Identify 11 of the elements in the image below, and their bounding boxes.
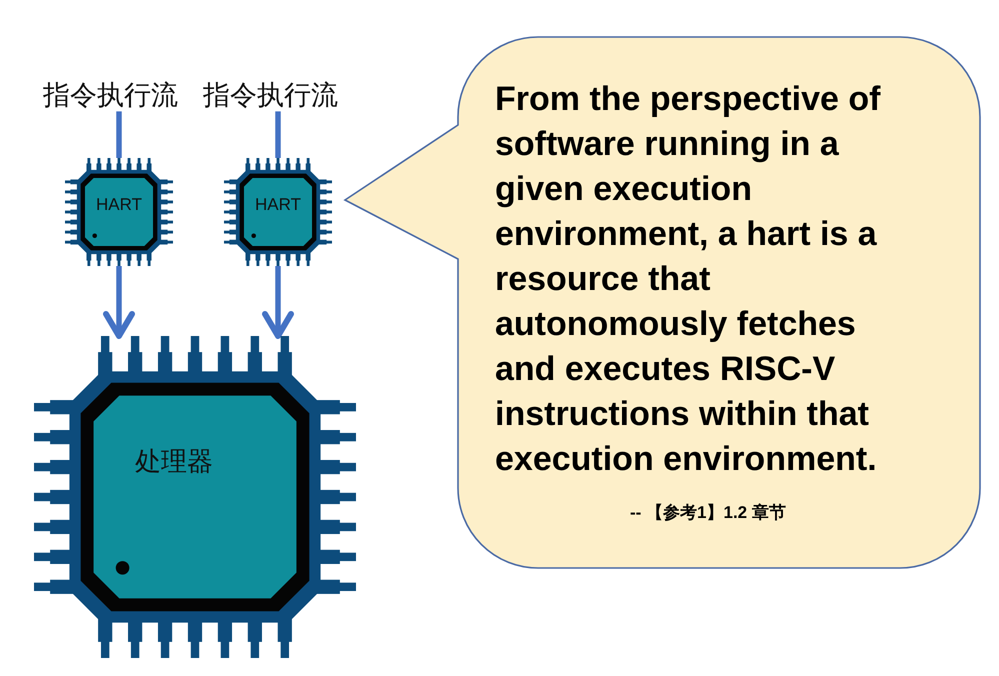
chip-label: HART — [255, 195, 301, 216]
flow-label: 指令执行流 — [43, 79, 178, 112]
chip-label: HART — [96, 195, 142, 216]
arrow — [103, 266, 135, 339]
connector-line — [275, 111, 281, 158]
flow-label: 指令执行流 — [203, 79, 338, 112]
citation-text: -- 【参考1】1.2 章节 — [630, 502, 786, 524]
arrow — [262, 266, 294, 339]
quote-text: From the perspective of software running in a given execution environment, a hart is a resource that autonomously fetches and executes RISC-V instructions within that execution environment. — [495, 79, 882, 480]
connector-line — [116, 111, 122, 158]
chip-label: 处理器 — [135, 446, 213, 478]
